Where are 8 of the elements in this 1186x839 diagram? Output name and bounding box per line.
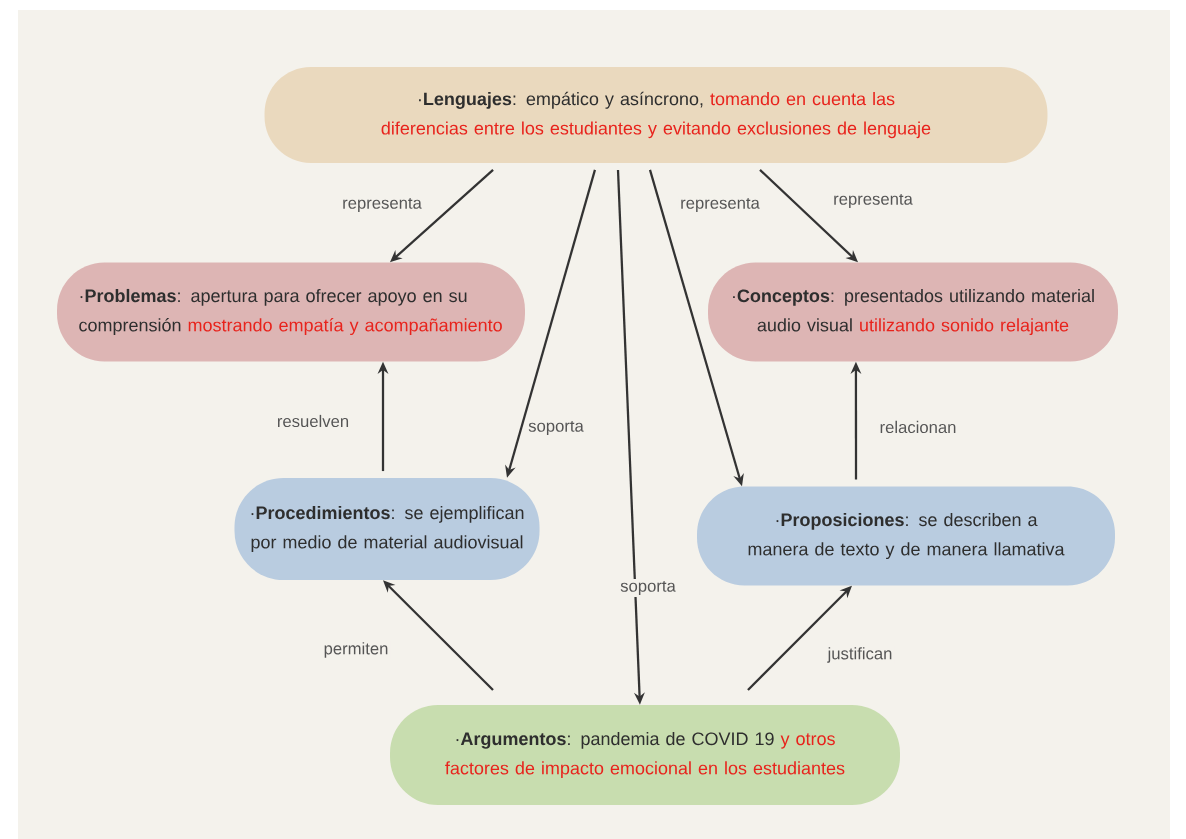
edge-label: justifican — [825, 645, 895, 665]
edge-label: permiten — [321, 640, 391, 660]
concept-box: ·Conceptos: presentados utilizando material audio visual utilizando sonido relajante — [708, 262, 1118, 362]
concept-box: ·Proposiciones: se describen a manera de texto y de manera llamativa — [697, 486, 1115, 586]
concept-box: ·Procedimientos: se ejemplifican por medio de material audiovisual — [234, 478, 540, 580]
concept-box: ·Problemas: apertura para ofrecer apoyo en su comprensión mostrando empatía y acompañamiento — [57, 262, 525, 362]
concept-box: ·Lenguajes: empático y asíncrono, tomando en cuenta las diferencias entre los estudiantes y evitando exclusiones de lenguaje — [264, 67, 1048, 163]
concept-box: ·Argumentos: pandemia de COVID 19 y otros factores de impacto emocional en los estudiantes — [390, 705, 900, 805]
